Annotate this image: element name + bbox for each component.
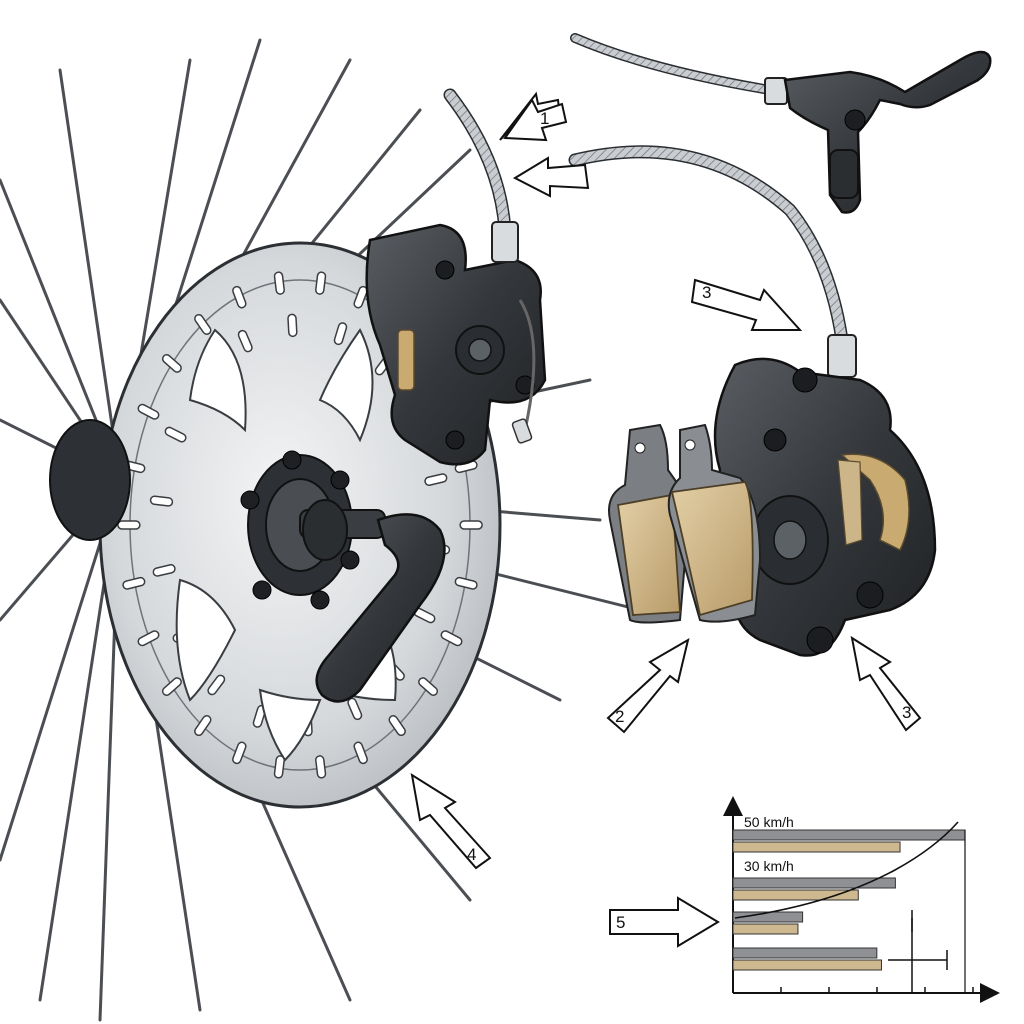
bar-series-2 xyxy=(732,959,882,971)
bar-series-2 xyxy=(732,889,859,901)
rotor-slot xyxy=(353,285,368,309)
rotor-slot xyxy=(117,520,141,530)
rotor-slot xyxy=(315,271,327,295)
bar-series-1 xyxy=(732,829,966,841)
rotor-slot xyxy=(424,473,448,486)
rotor-slot xyxy=(315,755,327,779)
mounted-caliper xyxy=(365,223,547,466)
rotor-slot xyxy=(137,403,160,420)
rotor-slot xyxy=(232,741,247,765)
callout-hose-arrow xyxy=(512,156,590,198)
callout-4-label: 4 xyxy=(467,845,476,864)
callout-3-bottom: 3 xyxy=(850,635,922,732)
rotor-slot xyxy=(440,630,463,647)
callout-5: 5 xyxy=(609,896,720,948)
rotor-slot xyxy=(207,674,226,696)
rotor-slot xyxy=(237,329,253,353)
callout-4: 4 xyxy=(410,772,492,870)
speed-label: 30 km/h xyxy=(744,858,794,874)
brake-lever xyxy=(570,33,992,214)
rotor-slot xyxy=(333,322,348,346)
callout-3-bottom-label: 3 xyxy=(902,703,911,722)
bar-series-1 xyxy=(732,877,896,889)
detached-caliper xyxy=(713,357,937,657)
bar-series-2 xyxy=(732,841,901,853)
callout-1: 1 xyxy=(499,91,568,142)
rotor-slot xyxy=(418,677,439,696)
rotor-slot xyxy=(149,495,174,507)
rotor-slot xyxy=(194,715,212,737)
brake-hose-detached xyxy=(568,145,857,378)
rotor-slot xyxy=(161,677,182,696)
trend-curve xyxy=(734,821,959,919)
rotor-slot xyxy=(164,426,187,443)
stopping-chart: 50 km/h 30 km/h xyxy=(723,796,1000,1003)
bar-series-2 xyxy=(732,923,799,935)
brake-hose-mounted xyxy=(443,88,519,263)
callout-2: 2 xyxy=(606,637,690,734)
rotor-slot xyxy=(273,755,285,779)
rotor-slot xyxy=(152,564,176,577)
rotor-slot xyxy=(161,354,182,373)
rotor-slot xyxy=(459,520,483,530)
callout-3-top: 3 xyxy=(690,278,803,331)
rotor-slot xyxy=(273,271,285,295)
rotor-slot xyxy=(194,313,212,335)
rotor-slot xyxy=(353,741,368,765)
callout-1-label: 1 xyxy=(540,109,549,128)
rotor-slot xyxy=(454,576,478,590)
callout-5-label: 5 xyxy=(616,913,625,932)
quick-release-lever xyxy=(299,499,446,703)
rotor-slot xyxy=(232,285,247,309)
callout-2-label: 2 xyxy=(615,707,624,726)
callout-3-top-label: 3 xyxy=(702,283,711,302)
rotor-slot xyxy=(388,715,406,737)
speed-label: 50 km/h xyxy=(744,814,794,830)
rotor-slot xyxy=(287,313,298,338)
bar-series-1 xyxy=(732,947,878,959)
rotor-slot xyxy=(137,630,160,647)
rotor-slot xyxy=(122,576,146,590)
brake-pad-front xyxy=(667,423,762,623)
brake-pad-back xyxy=(608,423,688,624)
